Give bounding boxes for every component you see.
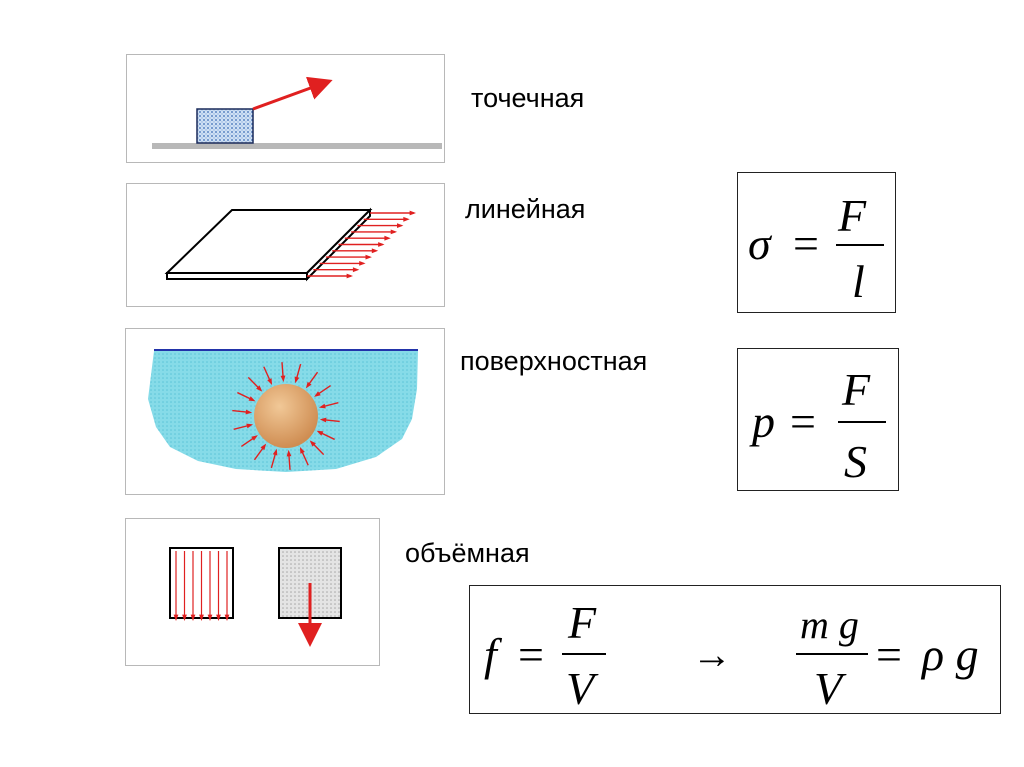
pressure-arrow-head [318, 403, 326, 409]
denominator-v2: V [814, 663, 847, 714]
numerator-mg: m g [800, 602, 859, 647]
pressure-arrow-head [260, 443, 267, 451]
pressure-arrow-head [305, 381, 312, 389]
pressure-arrow-head [251, 435, 258, 441]
label-surface: поверхностная [460, 346, 648, 376]
point-force-diagram [152, 76, 442, 149]
numerator-f: F [837, 190, 867, 241]
ground-line [152, 143, 442, 149]
edge-arrow-head [378, 242, 385, 247]
edge-arrow-head [359, 261, 366, 266]
edge-arrow-head [403, 216, 410, 222]
pressure-arrows [232, 362, 340, 470]
surface-force-diagram [148, 349, 418, 472]
denominator-l: l [852, 256, 865, 307]
edge-arrow-head [409, 210, 416, 216]
pressure-arrow-head [245, 409, 253, 415]
edge-arrow-head [365, 254, 372, 260]
edge-arrow-head [346, 273, 353, 279]
formula-surface-box: p = F S [737, 348, 899, 491]
rho-g: ρ g [920, 629, 979, 680]
body-force-arrow-head [224, 614, 230, 621]
pressure-arrow-head [319, 417, 327, 423]
force-density-symbol: f [484, 629, 503, 680]
equals-sign-2: = [876, 629, 902, 680]
point-force-arrow [252, 76, 333, 111]
denominator-v: V [566, 663, 599, 714]
label-point: точечная [471, 83, 585, 113]
body-force-arrow-head [199, 614, 204, 621]
block [196, 108, 254, 144]
formula-linear-box: σ = F l [737, 172, 896, 313]
pressure-arrow-head [246, 423, 254, 429]
equals-sign: = [790, 396, 816, 447]
submerged-sphere [254, 384, 318, 448]
pressure-arrow-head [267, 378, 273, 386]
edge-arrow-head [371, 248, 379, 254]
plate-side [166, 272, 308, 280]
numerator-f: F [841, 364, 871, 415]
pressure-arrow-head [286, 449, 292, 457]
pressure-arrow-head [309, 440, 316, 447]
body-force-arrow-head [216, 614, 221, 621]
body-force-arrow-head [182, 614, 187, 621]
volume-force-diagram [169, 547, 342, 647]
edge-arrow-head [384, 235, 391, 241]
equals-sign: = [518, 629, 544, 680]
edge-arrow-head [352, 267, 360, 273]
pressure-arrow-head [299, 446, 305, 454]
label-linear: линейная [465, 194, 586, 224]
implies-arrow: → [692, 632, 732, 677]
pressure-arrow-head [272, 448, 278, 456]
volume-distributed-arrows [173, 551, 230, 621]
pressure-arrow-head [256, 385, 263, 392]
pressure-arrow-head [316, 430, 324, 436]
pressure-symbol: p [749, 396, 775, 447]
denominator-s: S [844, 436, 867, 487]
label-volume: объёмная [405, 538, 530, 568]
formula-volume-box: f = F V → m g V = ρ g [469, 585, 1001, 714]
sigma-symbol: σ [748, 218, 773, 269]
body-force-arrow-head [173, 614, 179, 621]
formula-volume: f = F V → m g V = ρ g [484, 597, 979, 714]
distributed-edge-arrows [307, 210, 416, 279]
numerator-f: F [567, 597, 597, 648]
point-force-panel [126, 54, 445, 163]
surface-force-panel [125, 328, 445, 495]
body-force-arrow-head [190, 614, 196, 621]
linear-force-panel [126, 183, 445, 307]
pressure-arrow-head [280, 375, 286, 383]
pressure-arrow-head [294, 376, 300, 384]
pressure-arrow-head [248, 396, 256, 402]
equals-sign: = [793, 218, 819, 269]
edge-arrow-head [390, 229, 398, 235]
pressure-arrow-head [314, 391, 321, 397]
edge-arrow-head [397, 223, 404, 228]
formula-surface: p = F S [749, 364, 886, 487]
linear-force-diagram [164, 207, 416, 282]
body-force-arrow-head [207, 614, 213, 621]
volume-force-panel [125, 518, 380, 666]
formula-linear: σ = F l [748, 190, 884, 307]
